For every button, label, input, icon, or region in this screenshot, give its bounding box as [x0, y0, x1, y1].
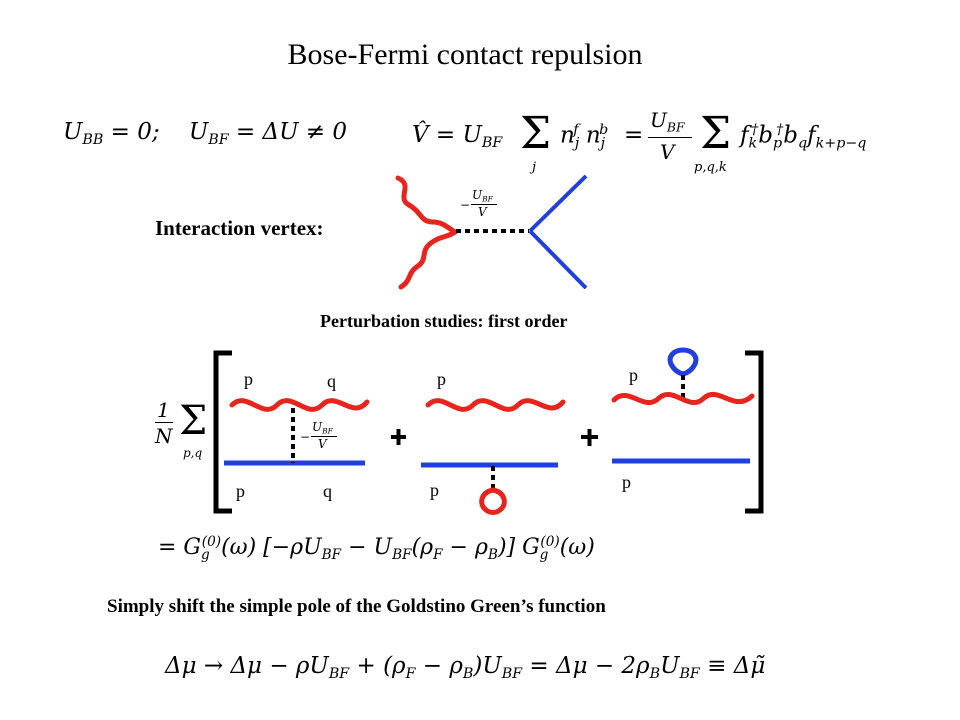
d3-boson-line	[611, 391, 755, 406]
vertex-factor-diagram1: − UBF V	[300, 420, 350, 456]
boson-wavy-line-upper	[395, 175, 458, 235]
diagram-exchange	[224, 398, 370, 466]
slide-title: Bose-Fermi contact repulsion	[287, 38, 643, 71]
vertex-diagram	[395, 174, 588, 290]
fermion-line-upper	[528, 174, 588, 233]
diagram-fermion-tadpole	[421, 398, 566, 515]
d2-top-p: p	[437, 369, 446, 389]
shift-equation: Δμ → Δμ − ρUBF + (ρF − ρB)UBF = Δμ − 2ρB…	[165, 653, 766, 682]
interaction-vertex-label: Interaction vertex:	[155, 216, 324, 240]
d3-top-p: p	[629, 365, 638, 385]
d2-bot-p: p	[430, 480, 439, 500]
sum-prefix: 1 N Σ p,q	[155, 398, 208, 460]
d3-fermion-loop	[667, 347, 699, 377]
left-bracket	[213, 350, 232, 514]
boson-wavy-line-lower	[398, 229, 458, 290]
d1-bot-q: q	[323, 481, 332, 501]
right-bracket	[745, 350, 764, 514]
plus-sign-2	[581, 429, 598, 446]
d1-boson-line	[229, 398, 370, 412]
fermion-line-lower	[528, 229, 588, 290]
d2-boson-loop	[479, 487, 507, 515]
couplings-equation: UBB = 0; UBF = ΔU ≠ 0	[63, 119, 348, 148]
d1-bot-p: p	[236, 481, 245, 501]
d1-top-p: p	[244, 369, 253, 389]
d2-boson-line	[425, 398, 566, 412]
d1-top-q: q	[327, 371, 336, 391]
vertex-factor: − UBF V	[460, 188, 510, 224]
diagram-boson-tadpole	[611, 347, 755, 464]
conclusion-text: Simply shift the simple pole of the Gold…	[107, 596, 606, 617]
first-order-result: = Gg(0)(ω) [−ρUBF − UBF(ρF − ρB)] Gg(0)(…	[158, 534, 595, 563]
plus-sign-1	[391, 429, 406, 445]
perturbation-label: Perturbation studies: first order	[320, 311, 568, 331]
d3-bot-p: p	[622, 472, 631, 492]
